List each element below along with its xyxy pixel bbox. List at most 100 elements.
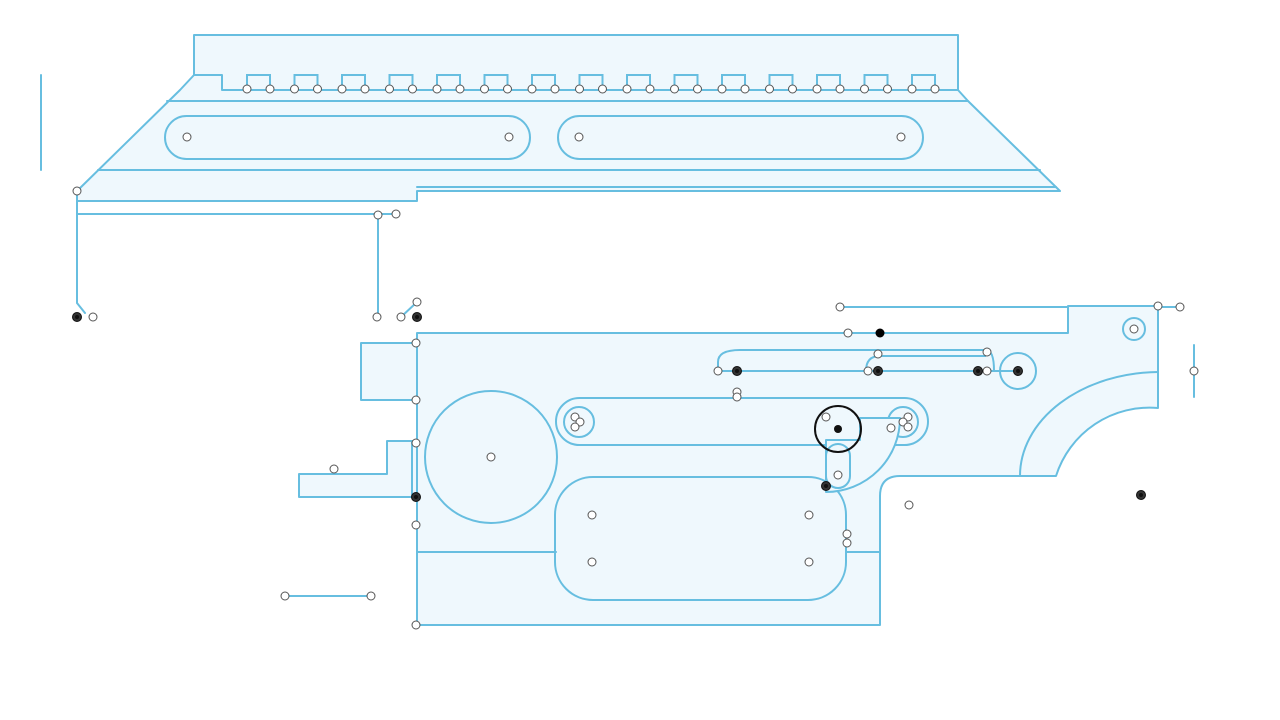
anchor-handle[interactable] [863,366,873,376]
receiver-left-tab[interactable] [360,342,418,401]
anchor-handle[interactable] [788,84,797,94]
receiver-upper-slot[interactable] [555,397,929,446]
anchor-handle[interactable] [412,297,422,307]
anchor-handle[interactable] [280,591,290,601]
trigger-slot[interactable] [825,443,851,489]
anchor-handle[interactable] [360,84,370,94]
receiver-grip-tab[interactable] [298,440,418,498]
receiver-channel-outer [717,349,995,372]
anchor-handle[interactable] [835,84,845,94]
anchor-handle[interactable] [883,84,892,94]
anchor-handle[interactable] [480,84,489,94]
receiver-magazine-window[interactable] [554,476,847,601]
anchor-handle[interactable] [182,132,192,142]
anchor-handle[interactable] [713,366,723,376]
anchor-handle[interactable] [812,84,822,94]
anchor-handle[interactable] [804,557,814,567]
anchor-handle[interactable] [765,84,774,94]
anchor-handle[interactable] [886,423,896,433]
selected-circle-center[interactable] [834,425,842,433]
anchor-handle[interactable] [904,500,914,510]
anchor-handle[interactable] [598,84,607,94]
anchor-handle[interactable] [411,395,421,405]
anchor-handle[interactable] [982,366,992,376]
anchor-handle[interactable] [574,132,584,142]
anchor-handle[interactable] [1175,302,1185,312]
rail-tooth [436,74,461,90]
anchor-handle[interactable] [843,328,853,338]
anchor-handle[interactable] [242,84,252,94]
anchor-handle[interactable] [372,312,382,322]
anchor-handle[interactable] [833,470,843,480]
anchor-handle[interactable] [503,84,512,94]
anchor-handle[interactable] [860,84,869,94]
selected-circle[interactable] [814,405,862,453]
anchor-handle[interactable] [432,84,442,94]
anchor-handle[interactable] [1189,366,1199,376]
anchor-handle[interactable] [903,422,913,432]
anchor-handle[interactable] [527,84,537,94]
path-handles[interactable] [72,84,1199,630]
anchor-handle[interactable] [622,84,632,94]
anchor-handle[interactable] [88,312,98,322]
anchor-handle[interactable] [930,84,940,94]
receiver-trigger-piece[interactable] [825,417,901,493]
rail-top-strip[interactable] [193,34,959,91]
receiver-body[interactable] [416,305,1159,626]
anchor-handle[interactable] [385,84,394,94]
anchor-handle[interactable] [455,84,465,94]
active-anchor-handle[interactable] [875,328,885,338]
top-rail-part[interactable] [40,34,1061,202]
anchor-handle[interactable] [842,538,852,548]
anchor-handle[interactable] [408,84,417,94]
anchor-handle[interactable] [587,510,597,520]
anchor-handle[interactable] [486,452,496,462]
anchor-handle[interactable] [72,186,82,196]
anchor-handle[interactable] [1129,324,1139,334]
anchor-handle[interactable] [740,84,750,94]
anchor-handle[interactable] [645,84,655,94]
anchor-handle[interactable] [896,132,906,142]
anchor-handle[interactable] [587,557,597,567]
anchor-handle[interactable] [570,422,580,432]
anchor-handle[interactable] [873,349,883,359]
anchor-handle[interactable] [575,84,584,94]
anchor-handle[interactable] [504,132,514,142]
anchor-handle[interactable] [982,347,992,357]
receiver-pin-hole[interactable] [999,352,1037,390]
anchor-handle[interactable] [373,210,383,220]
anchor-handle[interactable] [907,84,917,94]
anchor-handle[interactable] [821,412,831,422]
anchor-handle[interactable] [1153,301,1163,311]
lower-receiver-part[interactable] [298,305,1159,626]
anchor-handle[interactable] [313,84,322,94]
slot-end-hole-left[interactable] [563,406,595,438]
anchor-handle[interactable] [329,464,339,474]
anchor-handle[interactable] [366,591,376,601]
anchor-handle[interactable] [693,84,702,94]
anchor-handle[interactable] [391,209,401,219]
anchor-handle[interactable] [550,84,560,94]
anchor-handle[interactable] [732,392,742,402]
receiver-corner-hole[interactable] [1122,317,1146,341]
anchor-handle[interactable] [842,529,852,539]
anchor-handle[interactable] [835,302,845,312]
rail-body[interactable] [76,74,1061,202]
anchor-handle[interactable] [411,338,421,348]
anchor-handle[interactable] [717,84,727,94]
rail-tooth [531,74,556,90]
connector-path-1[interactable] [76,190,86,314]
anchor-handle[interactable] [804,510,814,520]
anchor-handle[interactable] [396,312,406,322]
anchor-handle[interactable] [411,620,421,630]
anchor-handle[interactable] [290,84,299,94]
anchor-handle[interactable] [337,84,347,94]
rail-slot-right[interactable] [557,115,924,160]
anchor-handle[interactable] [411,438,421,448]
receiver-large-hole[interactable] [424,390,558,524]
anchor-handle[interactable] [670,84,679,94]
anchor-handle[interactable] [265,84,275,94]
anchor-handle[interactable] [411,520,421,530]
rail-slot-left[interactable] [164,115,531,160]
